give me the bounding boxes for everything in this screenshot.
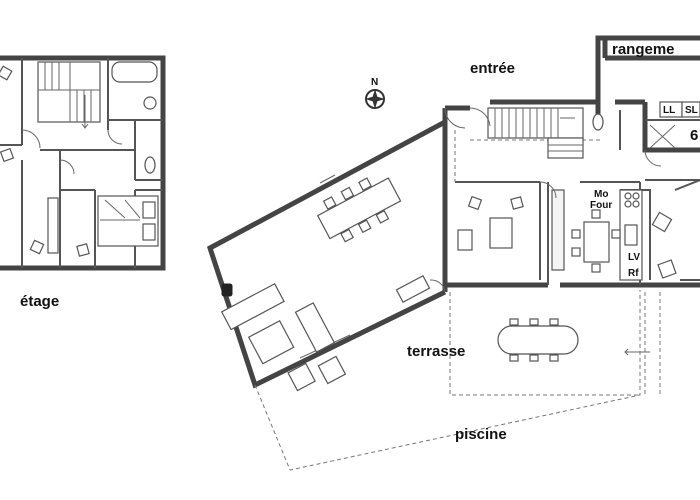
double-bed — [97, 195, 159, 247]
stair-arrow — [81, 95, 89, 129]
upper-chair-4 — [76, 243, 90, 257]
terrace-edge-right — [644, 292, 661, 395]
terrace-chair-4 — [509, 354, 519, 362]
terrace-chair-2 — [529, 318, 539, 326]
label-mo: Mo — [594, 189, 608, 200]
ground-stair-steps — [494, 108, 583, 152]
label-sl: SL — [685, 105, 698, 116]
north-label: N — [371, 77, 378, 88]
right-chair-1 — [651, 211, 673, 233]
upper-bathtub — [111, 61, 158, 83]
terrace-chair-3 — [549, 318, 559, 326]
kitchen-chair-3 — [611, 229, 621, 239]
right-room-walls — [674, 179, 700, 281]
stair-steps — [38, 62, 100, 122]
terrace-chair-5 — [529, 354, 539, 362]
terrace-chair-6 — [549, 354, 559, 362]
upper-floor — [0, 55, 166, 271]
cooktop-burner-2 — [632, 192, 640, 200]
entry-chair-1 — [467, 195, 483, 211]
laundry-sl — [681, 101, 700, 118]
sofa-1 — [220, 282, 285, 331]
outdoor-area — [254, 290, 661, 471]
kitchen-storage — [551, 189, 565, 271]
label-rf: Rf — [628, 268, 639, 279]
kitchen-chair-1 — [571, 229, 581, 239]
cooktop-burner-4 — [632, 200, 640, 208]
terrace-chair-1 — [509, 318, 519, 326]
terrace-arrow — [624, 348, 650, 356]
kitchen-sink — [624, 224, 638, 246]
main-block-walls — [442, 35, 700, 292]
bed-pillow-top — [142, 201, 156, 219]
kitchen-table — [583, 221, 610, 263]
label-four: Four — [590, 200, 612, 211]
label-terrasse: terrasse — [407, 343, 465, 360]
upper-toilet — [144, 156, 156, 174]
label-etage: étage — [20, 293, 59, 310]
upper-chair-2 — [0, 147, 15, 163]
coffee-table — [247, 319, 295, 365]
dining-chair-4 — [340, 228, 354, 243]
living-bench — [395, 274, 431, 304]
terrace-table — [497, 325, 579, 355]
kitchen-chair-4 — [591, 263, 601, 273]
laundry-cross — [649, 124, 676, 149]
upper-chair-1 — [0, 65, 13, 81]
dining-chair-6 — [375, 209, 390, 224]
cooktop-burner-3 — [624, 200, 632, 208]
north-compass: N — [365, 77, 385, 109]
label-six: 6 — [690, 127, 698, 144]
upper-chair-3 — [29, 239, 45, 255]
upper-wardrobe — [47, 197, 59, 254]
bed-blanket — [100, 199, 141, 221]
ground-toilet — [592, 113, 604, 131]
upper-floor-walls — [0, 55, 166, 271]
label-entree: entrée — [470, 60, 515, 77]
upper-door-swing-2 — [59, 159, 75, 175]
dining-chair-1 — [322, 196, 337, 210]
upper-door-swing-1 — [21, 129, 41, 149]
entry-table — [489, 217, 513, 249]
entry-chair-3 — [457, 229, 473, 251]
stair-well — [37, 61, 101, 123]
ground-stair-well — [487, 107, 584, 139]
kitchen-chair-2 — [571, 247, 581, 257]
dining-chair-5 — [357, 219, 372, 234]
entry-door-swing — [444, 107, 466, 129]
laundry-door-swing — [644, 149, 662, 167]
label-ll: LL — [663, 105, 675, 116]
fireplace-icon — [221, 283, 233, 297]
upper-staircase — [37, 61, 101, 129]
ground-stair-lower — [547, 137, 584, 159]
living-room-window-top — [319, 174, 336, 184]
living-door-swing — [429, 279, 446, 293]
ground-staircase — [487, 107, 584, 159]
right-chair-2 — [657, 259, 677, 279]
label-lv: LV — [628, 252, 640, 263]
armchair-2 — [317, 355, 347, 385]
terrace-outline — [254, 290, 641, 471]
label-piscine: piscine — [455, 426, 507, 443]
bed-pillow-bottom — [142, 223, 156, 241]
entry-door-swing-2 — [469, 107, 491, 127]
kitchen-chair-5 — [591, 209, 601, 219]
sofa-2 — [294, 302, 336, 353]
kitchen-door-swing — [539, 181, 557, 199]
entry-chair-2 — [510, 196, 524, 210]
label-rangement: rangeme — [612, 41, 675, 58]
dining-chair-3 — [358, 177, 372, 192]
upper-washbasin — [143, 96, 157, 110]
living-furniture — [220, 177, 402, 392]
dining-chair-2 — [340, 186, 355, 201]
upper-door-swing-3 — [107, 129, 123, 145]
ground-floor: LL SL 6 Mo Four LV Rf — [206, 35, 700, 392]
armchair-1 — [287, 362, 316, 392]
cooktop-burner-1 — [624, 192, 632, 200]
dining-table — [316, 177, 402, 240]
compass-arrow-icon — [365, 89, 385, 109]
